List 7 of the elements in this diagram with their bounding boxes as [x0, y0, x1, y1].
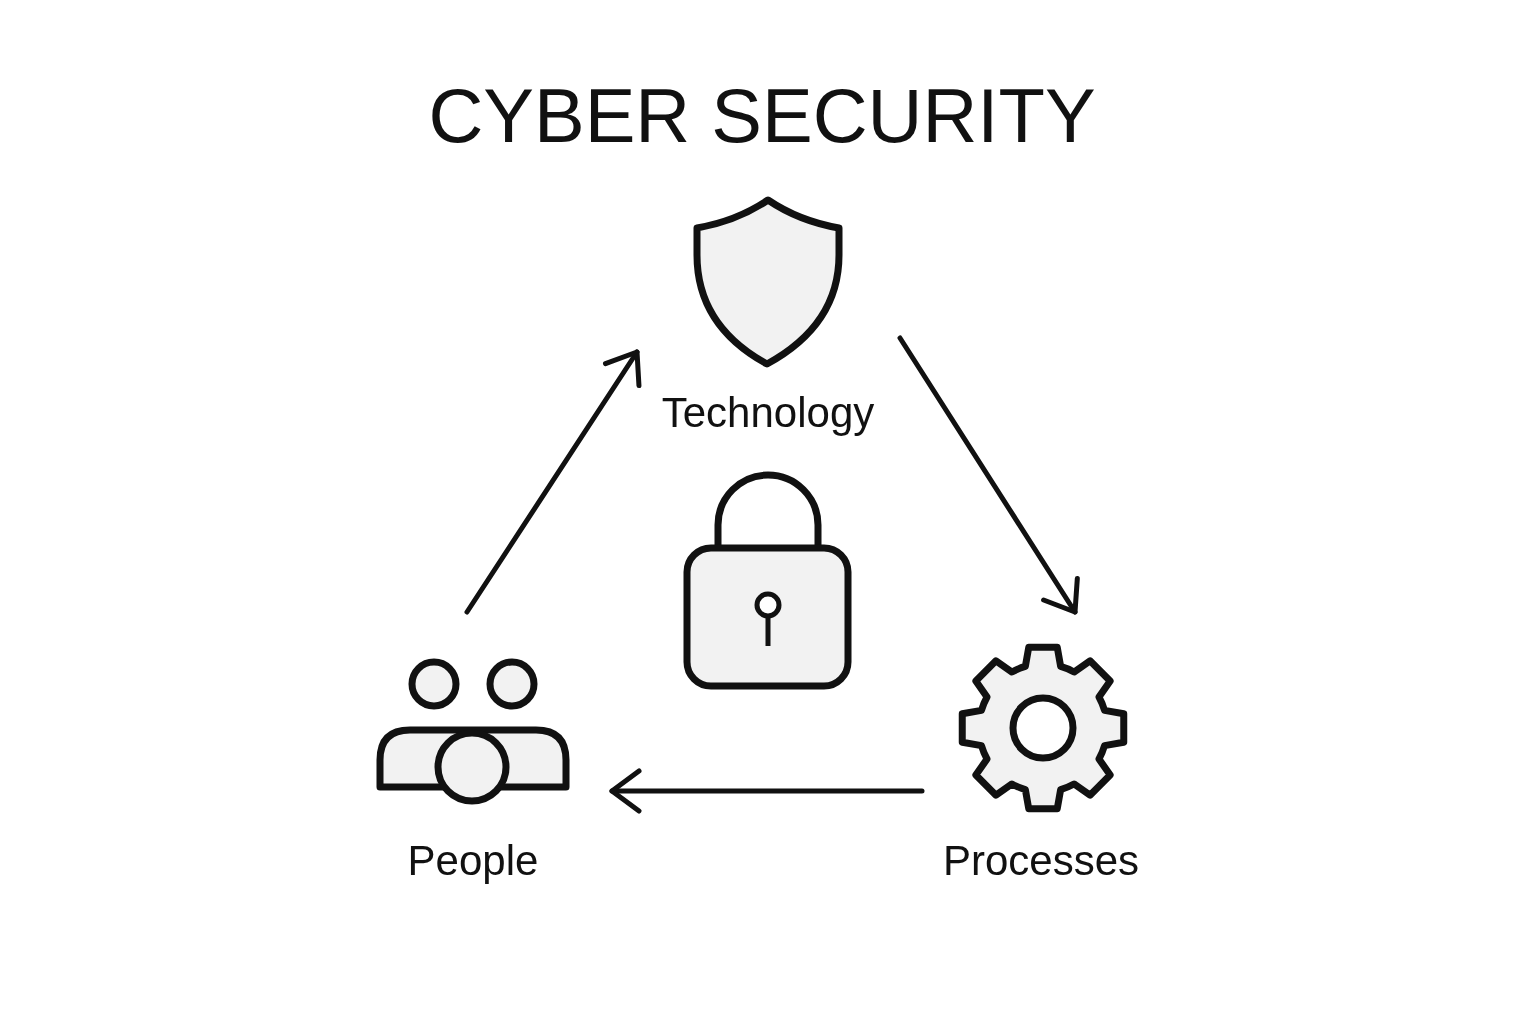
node-label: Technology	[661, 392, 875, 434]
node-label: Processes	[942, 840, 1140, 882]
diagram-title: CYBER SECURITY	[428, 73, 1096, 158]
arrow	[464, 349, 642, 615]
arrow	[609, 768, 925, 814]
arrow	[897, 335, 1080, 615]
node-label: People	[407, 840, 539, 882]
